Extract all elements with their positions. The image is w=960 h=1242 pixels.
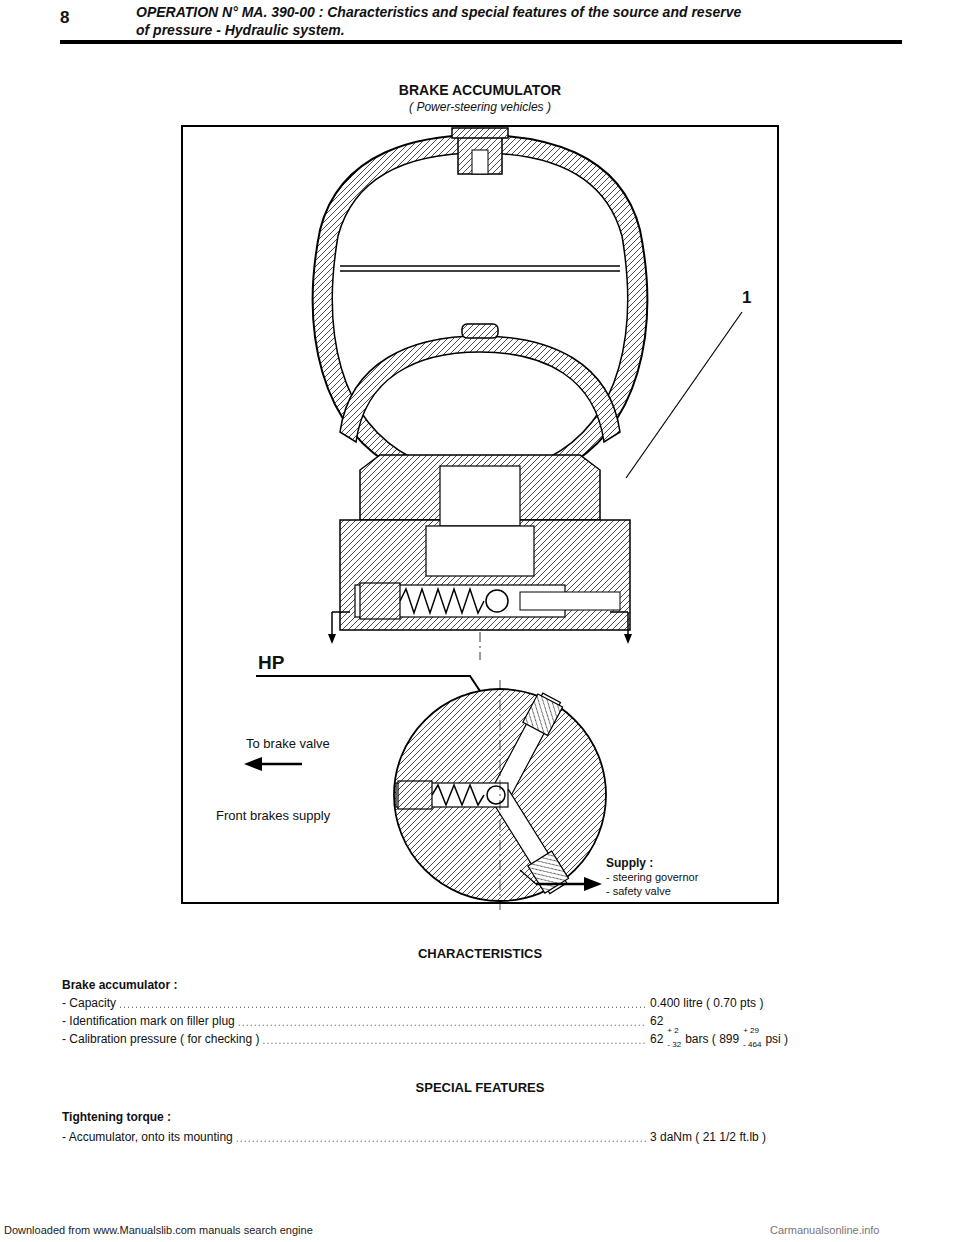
port-label: - safety valve: [606, 885, 671, 898]
spec-value: 62: [650, 1014, 663, 1028]
accumulator-base: [328, 455, 632, 644]
accumulator-shell: [313, 135, 647, 470]
spec-value: bars ( 899: [685, 1032, 739, 1046]
separator-line: [340, 265, 620, 267]
arrow-head: [584, 877, 602, 891]
dot-leader: [120, 1007, 646, 1008]
valve-section: [394, 680, 606, 910]
diaphragm: [340, 324, 620, 442]
dot-leader: [263, 1043, 646, 1044]
spec-name: - Identification mark on filler plug: [62, 1014, 235, 1028]
port-label: HP: [258, 652, 284, 675]
tolerance-value: + 29: [743, 1026, 759, 1036]
port-label: Front brakes supply: [216, 808, 330, 824]
spec-name: - Capacity: [62, 996, 116, 1010]
subtitle: ( Power-steering vehicles ): [409, 100, 551, 114]
flow-arrow: [256, 763, 302, 766]
tolerance-value: + 2: [667, 1026, 678, 1036]
page-number: 8: [60, 8, 69, 28]
figure-title: BRAKE ACCUMULATOR: [399, 82, 561, 99]
section-heading: SPECIAL FEATURES: [416, 1080, 545, 1096]
callout-number: 1: [742, 288, 751, 308]
spec-value: 0.400 litre ( 0.70 pts ): [650, 996, 763, 1010]
spec-name: - Accumulator, onto its mounting: [62, 1130, 233, 1144]
tolerance-value: - 32: [667, 1040, 681, 1050]
group-heading: Tightening torque :: [62, 1110, 171, 1124]
page-header: OPERATION N° MA. 390-00 : Characteristic…: [136, 4, 756, 39]
source-note: Downloaded from www.Manualslib.com manua…: [4, 1224, 313, 1237]
spec-value: psi ): [765, 1032, 788, 1046]
port-label: To brake valve: [246, 736, 330, 752]
dot-leader: [237, 1141, 646, 1142]
spec-value: 62: [650, 1032, 663, 1046]
port-label: - steering governor: [606, 871, 698, 884]
port-label: Supply :: [606, 856, 653, 870]
flow-arrow: [536, 883, 590, 886]
leader-line: [626, 312, 742, 478]
group-heading: Brake accumulator :: [62, 978, 177, 992]
filler-plug: [452, 128, 508, 174]
leader-line: [520, 870, 536, 884]
header-rule: [60, 40, 902, 44]
dot-leader: [239, 1025, 646, 1026]
section-heading: CHARACTERISTICS: [418, 946, 542, 962]
spec-name: - Calibration pressure ( for checking ): [62, 1032, 259, 1046]
spec-value: 3 daNm ( 21 1/2 ft.lb ): [650, 1130, 766, 1144]
leader-line: [256, 676, 486, 700]
watermark: Carmanualsonline.info: [770, 1224, 879, 1237]
separator-line: [340, 270, 620, 272]
tolerance-value: - 464: [743, 1040, 761, 1050]
arrow-head: [244, 757, 262, 771]
figure-frame: [182, 126, 778, 903]
